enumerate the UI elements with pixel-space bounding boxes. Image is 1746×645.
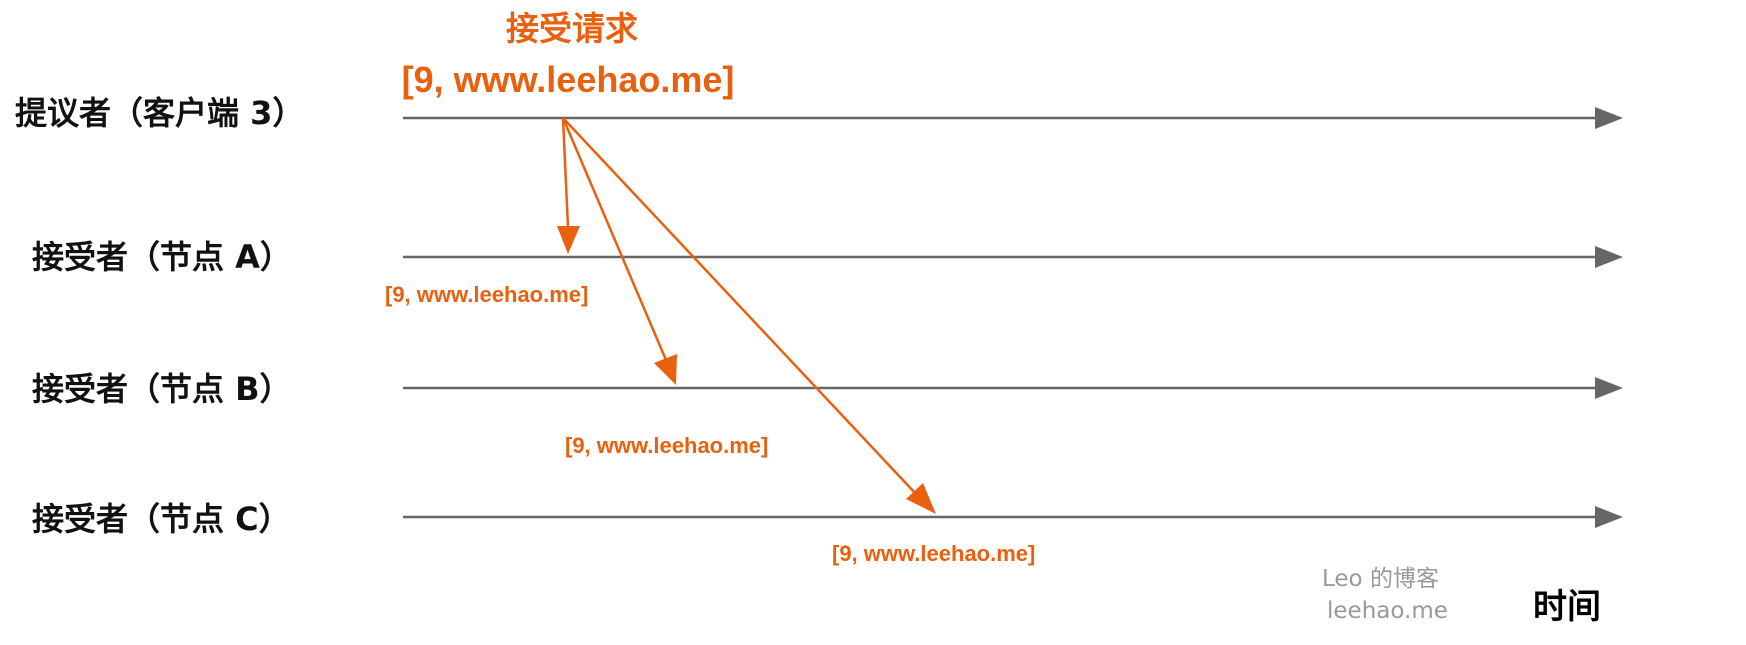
message-label-b: [9, www.leehao.me] bbox=[565, 433, 768, 458]
proposer-label: 提议者（客户端 3） bbox=[15, 94, 304, 132]
message-arrow-to-c bbox=[562, 117, 936, 514]
message-label-c: [9, www.leehao.me] bbox=[832, 541, 1035, 566]
acceptor-a-timeline bbox=[403, 246, 1623, 268]
request-title: 接受请求 bbox=[506, 9, 638, 48]
acceptor-c-label: 接受者（节点 C） bbox=[32, 500, 291, 538]
watermark-line2: leehao.me bbox=[1327, 598, 1448, 624]
proposer-timeline bbox=[403, 107, 1623, 129]
acceptor-b-label: 接受者（节点 B） bbox=[32, 370, 292, 408]
acceptor-b-timeline bbox=[403, 377, 1623, 399]
watermark-line1: Leo 的博客 bbox=[1322, 566, 1439, 592]
time-axis-label: 时间 bbox=[1533, 587, 1601, 627]
message-label-a: [9, www.leehao.me] bbox=[385, 282, 588, 307]
message-arrow-to-a bbox=[557, 117, 580, 254]
acceptor-a-label: 接受者（节点 A） bbox=[32, 238, 292, 276]
message-arrow-to-b bbox=[561, 117, 677, 385]
request-value: [9, www.leehao.me] bbox=[402, 59, 735, 100]
acceptor-c-timeline bbox=[403, 506, 1623, 528]
